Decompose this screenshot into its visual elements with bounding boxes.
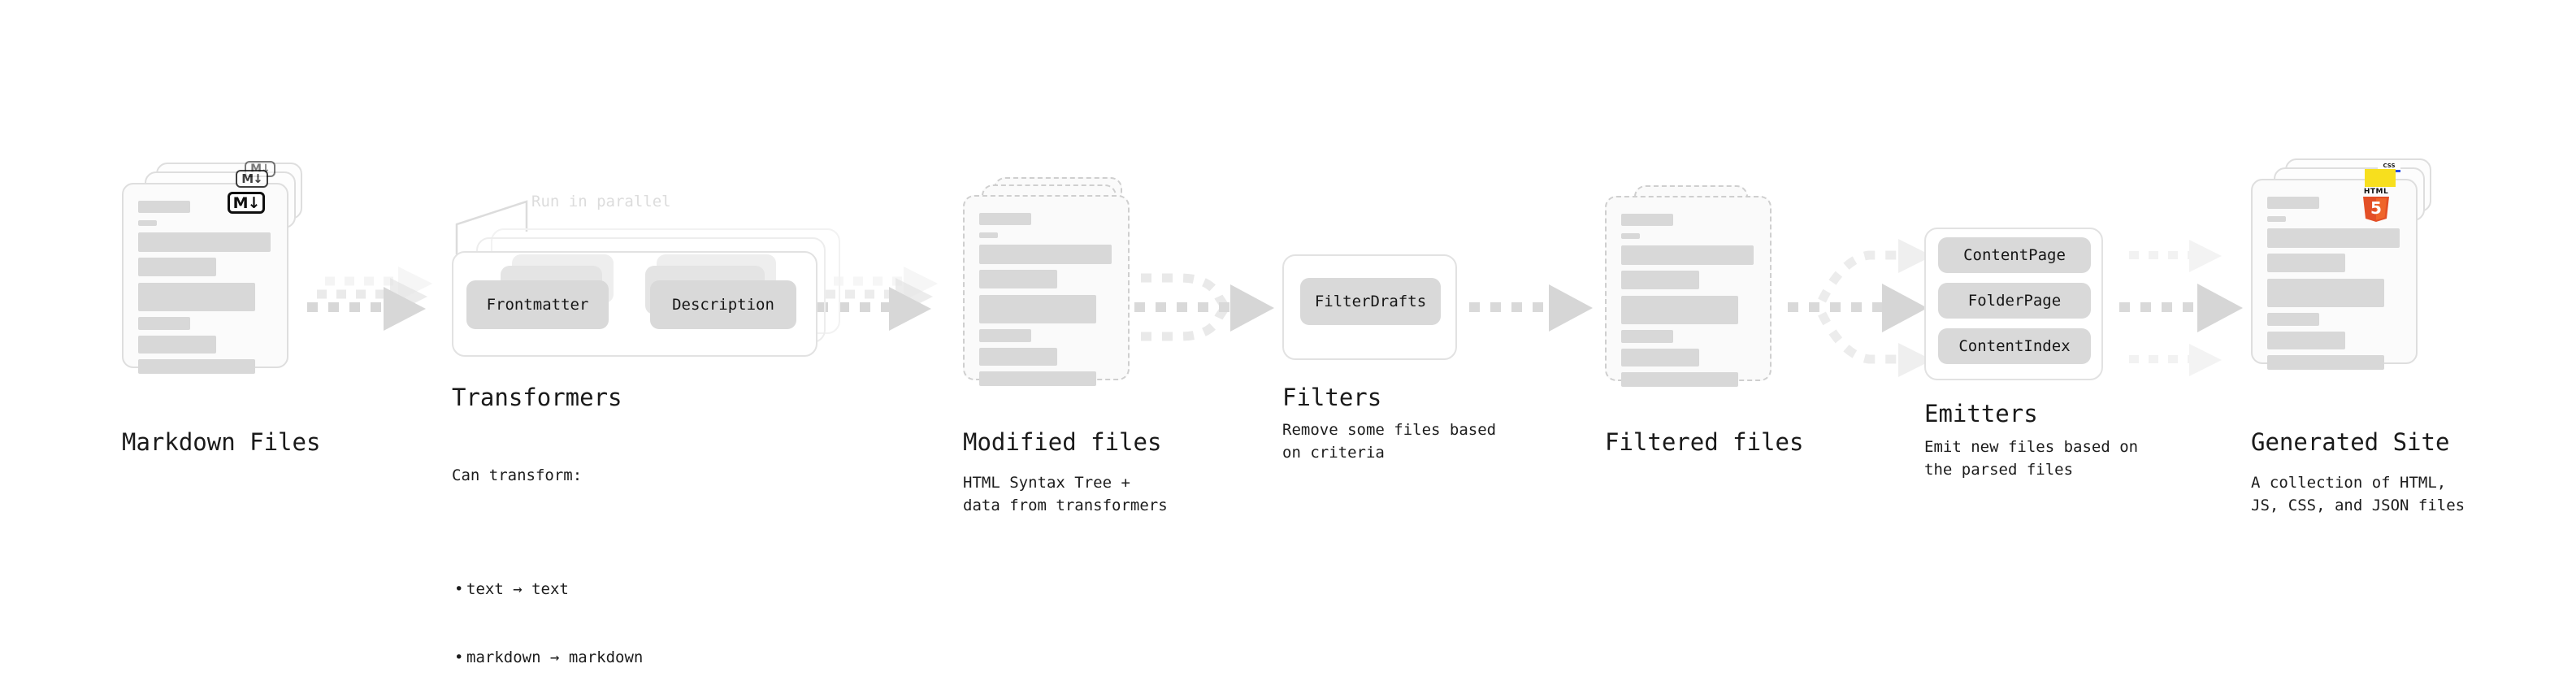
- emitter-node-contentindex[interactable]: ContentIndex: [1938, 328, 2091, 364]
- stage-title-generated-site: Generated Site: [2251, 428, 2450, 456]
- transformers-bullet-1: markdown → markdown: [452, 646, 643, 669]
- filtered-files-stack: [1605, 185, 1792, 429]
- stage-desc-modified-files: HTML Syntax Tree + data from transformer…: [963, 474, 1168, 514]
- markdown-card-front: [122, 183, 288, 374]
- stage-desc-filters: Remove some files based on criteria: [1282, 421, 1497, 462]
- stage-desc-transformers: Can transform: text → text markdown → ma…: [452, 419, 643, 681]
- arrow-markdown-to-transformers: [307, 267, 432, 331]
- arrow-modified-to-filters: [1134, 273, 1274, 341]
- markdown-files-stack: M↓ M↓ M↓: [122, 161, 317, 423]
- transformers-bullets: text → text markdown → markdown html → h…: [452, 532, 643, 681]
- stage-title-filtered-files: Filtered files: [1605, 428, 1804, 456]
- transformer-node-description[interactable]: Description: [650, 280, 796, 329]
- js-icon: [2365, 169, 2396, 187]
- filter-node-filterdrafts[interactable]: FilterDrafts: [1300, 278, 1441, 325]
- stage-title-filters: Filters: [1282, 384, 1382, 411]
- generated-placeholder-lines: [2253, 180, 2416, 370]
- emitter-node-contentpage[interactable]: ContentPage: [1938, 237, 2091, 273]
- svg-text:CSS: CSS: [2383, 163, 2395, 169]
- transformer-node-frontmatter[interactable]: Frontmatter: [466, 280, 609, 329]
- stage-desc-emitters: Emit new files based on the parsed files: [1924, 438, 2139, 479]
- filtered-placeholder-lines: [1607, 197, 1770, 387]
- svg-text:HTML: HTML: [2364, 188, 2388, 196]
- markdown-placeholder-lines: [124, 184, 287, 374]
- html5-icon: HTML 5: [2358, 184, 2394, 222]
- arrow-filtered-to-emitters: [1788, 239, 1932, 377]
- run-in-parallel-label: Run in parallel: [531, 193, 671, 210]
- emitter-node-folderpage[interactable]: FolderPage: [1938, 283, 2091, 319]
- markdown-icon-back-1: M↓: [236, 170, 268, 188]
- svg-text:5: 5: [2370, 198, 2382, 218]
- modified-files-stack: [963, 177, 1150, 421]
- transformers-bullet-0: text → text: [452, 578, 643, 601]
- arrow-emitters-to-site: [2119, 240, 2243, 376]
- filtered-card-front: [1605, 196, 1772, 387]
- stage-desc-generated-site: A collection of HTML, JS, CSS, and JSON …: [2251, 474, 2465, 514]
- modified-placeholder-lines: [965, 197, 1128, 386]
- generated-site-stack: CSS HTML 5: [2251, 158, 2454, 427]
- stage-title-emitters: Emitters: [1924, 400, 2038, 427]
- generated-card-front: [2251, 179, 2418, 370]
- stage-title-markdown-files: Markdown Files: [122, 428, 321, 456]
- markdown-icon: M↓: [228, 192, 265, 214]
- transformers-desc-lead: Can transform:: [452, 466, 583, 484]
- arrow-filters-to-filtered: [1469, 284, 1593, 332]
- modified-card-front: [963, 195, 1130, 386]
- stage-title-modified-files: Modified files: [963, 428, 1162, 456]
- stage-title-transformers: Transformers: [452, 384, 622, 411]
